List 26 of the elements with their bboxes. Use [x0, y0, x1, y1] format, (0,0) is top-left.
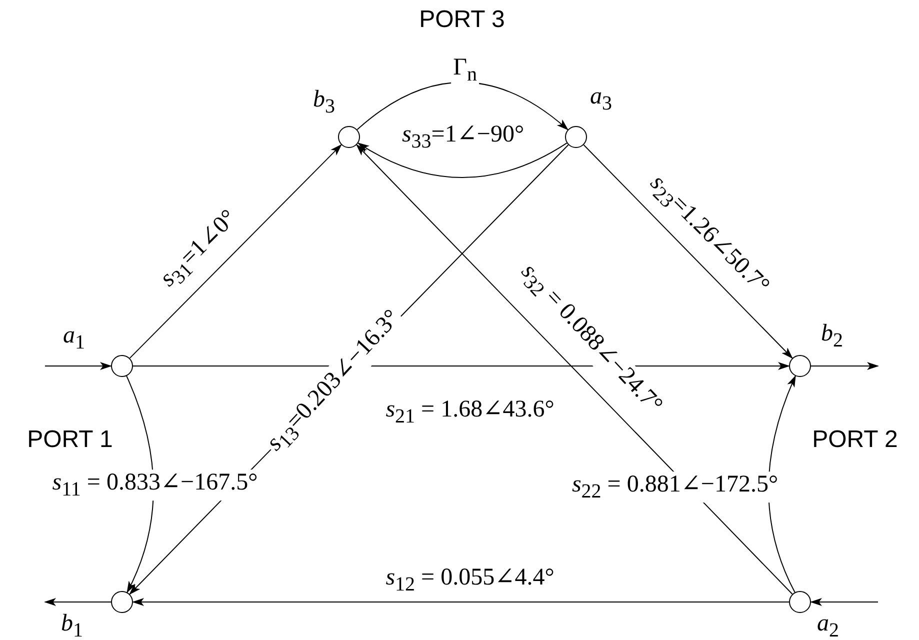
node-circle [338, 126, 360, 148]
arrow [810, 362, 879, 370]
node-label: b$_{1}$ [61, 612, 83, 640]
arrow [44, 598, 112, 606]
node-label: a$_{1}$ [63, 324, 85, 352]
node-label: a$_{3}$ [590, 84, 612, 114]
edge-label: s$_{11}$ = 0.833∠−167.5° [50, 470, 260, 500]
port-label: PORT 3 [419, 6, 505, 34]
port-label: PORT 1 [27, 426, 113, 454]
port-label: PORT 2 [812, 426, 898, 454]
arrow [356, 82, 569, 130]
arrow [356, 144, 793, 595]
node-circle [111, 355, 133, 377]
arrow [357, 142, 568, 178]
arrow [810, 598, 878, 606]
node-circle [789, 355, 811, 377]
node-label: b$_{2}$ [821, 322, 843, 350]
node-label: b$_{3}$ [313, 88, 335, 116]
node-circle [111, 591, 133, 613]
arrow [583, 144, 793, 359]
node-label: a$_{2}$ [817, 612, 839, 640]
arrow [44, 362, 112, 370]
node-circle [565, 126, 587, 148]
node-circle [789, 591, 811, 613]
arrow [132, 598, 790, 606]
arrow [129, 144, 342, 359]
